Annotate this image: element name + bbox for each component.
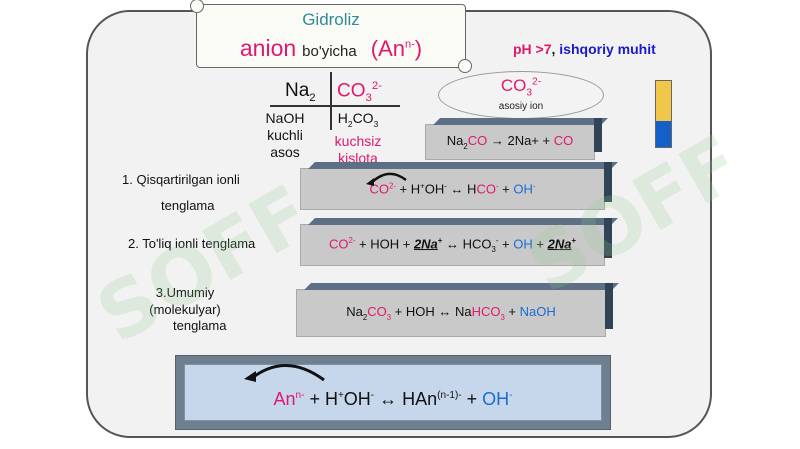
salt-cation: Na2 [285, 80, 316, 104]
salt-divider-vertical [330, 72, 332, 130]
dissociation-equation: Na2CO → 2Na+ + CO [446, 133, 574, 151]
main-ion-label: asosiy ion [498, 101, 544, 112]
general-equation: Ann- + H+OH- ↔ HAn(n-1)- + OH- [273, 389, 513, 409]
label-short-ionic: 1. Qisqartirilgan ionli [122, 172, 240, 187]
anion-formula: (Ann-) [370, 36, 423, 61]
label-molecular: 3.Umumiy(molekulyar) [149, 285, 221, 317]
short-ionic-slab: CO2- + H+OH- ↔ HCO- + OH- [300, 162, 618, 210]
title-scroll: Gidroliz anion bo'yicha (Ann-) [190, 0, 472, 73]
dissociation-slab: Na2CO → 2Na+ + CO [425, 118, 608, 160]
ph-indicator [655, 80, 672, 148]
indicator-yellow [656, 81, 671, 121]
curved-arrow-icon [366, 172, 407, 186]
full-ionic-equation: CO2- + HOH + 2Na+ ↔ HCO3- + OH + 2Na+ [328, 236, 577, 254]
general-equation-box: Ann- + H+OH- ↔ HAn(n-1)- + OH- [175, 355, 611, 430]
anion-word: anion [239, 35, 297, 61]
main-ion-ellipse: CO32- asosiy ion [438, 71, 604, 119]
ph-note: pH >7, ishqoriy muhit [513, 41, 656, 57]
curved-arrow-bottom-icon [244, 364, 325, 382]
label-short-ionic-cont: tenglama [161, 198, 215, 213]
salt-divider-horizontal [270, 105, 400, 107]
boyicha-word: bo'yicha [302, 43, 357, 60]
page-title: Gidroliz [302, 10, 360, 29]
label-full-ionic: 2. To'liq ionli tenglama [128, 236, 256, 251]
molecular-equation: Na2CO3 + HOH ↔ NaHCO3 + NaOH [346, 304, 556, 322]
main-ion-formula: CO32- [500, 76, 542, 99]
indicator-blue [656, 121, 671, 147]
full-ionic-slab: CO2- + HOH + 2Na+ ↔ HCO3- + OH + 2Na+ [300, 218, 618, 266]
label-molecular-cont: tenglama [173, 318, 227, 333]
molecular-slab: Na2CO3 + HOH ↔ NaHCO3 + NaOH [296, 283, 619, 337]
salt-anion: CO32- [337, 80, 382, 105]
short-ionic-equation: CO2- + H+OH- ↔ HCO- + OH- [369, 181, 536, 197]
subtitle-row: anion bo'yicha (Ann-) [197, 35, 465, 62]
